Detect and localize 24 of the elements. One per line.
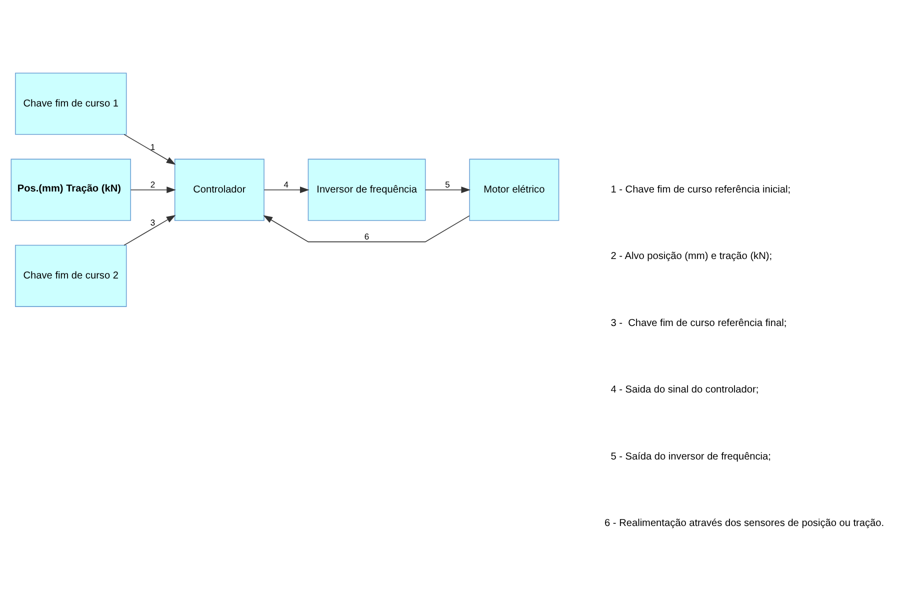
label: 1 - Chave fim de curso referência inicial; [610, 184, 791, 195]
arrow [263, 214, 470, 242]
node-box: Controlador [174, 158, 264, 220]
node-box: Chave fim de curso 2 [15, 244, 127, 306]
label: 4 - Saida do sinal do controlador; [610, 384, 759, 396]
edge-label: 6 [364, 230, 370, 241]
label: 2 - Alvo posição (mm) e tração (kN); [610, 250, 772, 262]
node-box: Inversor de frequência [308, 158, 426, 220]
edge-label: 3 [150, 216, 156, 227]
label: 3 - Chave fim de curso referência final; [610, 317, 787, 328]
edge-label: 5 [445, 178, 450, 189]
arrow [130, 186, 176, 193]
edge-label: 1 [150, 142, 156, 152]
node-box: Chave fim de curso 1 [15, 72, 127, 134]
arrow [264, 186, 310, 193]
arrow [124, 134, 176, 164]
node-box: Motor elétrico [469, 158, 560, 220]
label: 6 - Realimentação através dos sensores de posição ou tração. [604, 518, 884, 529]
arrow [124, 214, 176, 246]
arrow [425, 186, 471, 193]
label: 5 - Saída do inversor de frequência; [610, 450, 771, 462]
node-box: Pos.(mm) Tração (kN) [10, 158, 131, 220]
edge-label: 4 [284, 178, 289, 189]
edge-label: 2 [150, 178, 156, 189]
